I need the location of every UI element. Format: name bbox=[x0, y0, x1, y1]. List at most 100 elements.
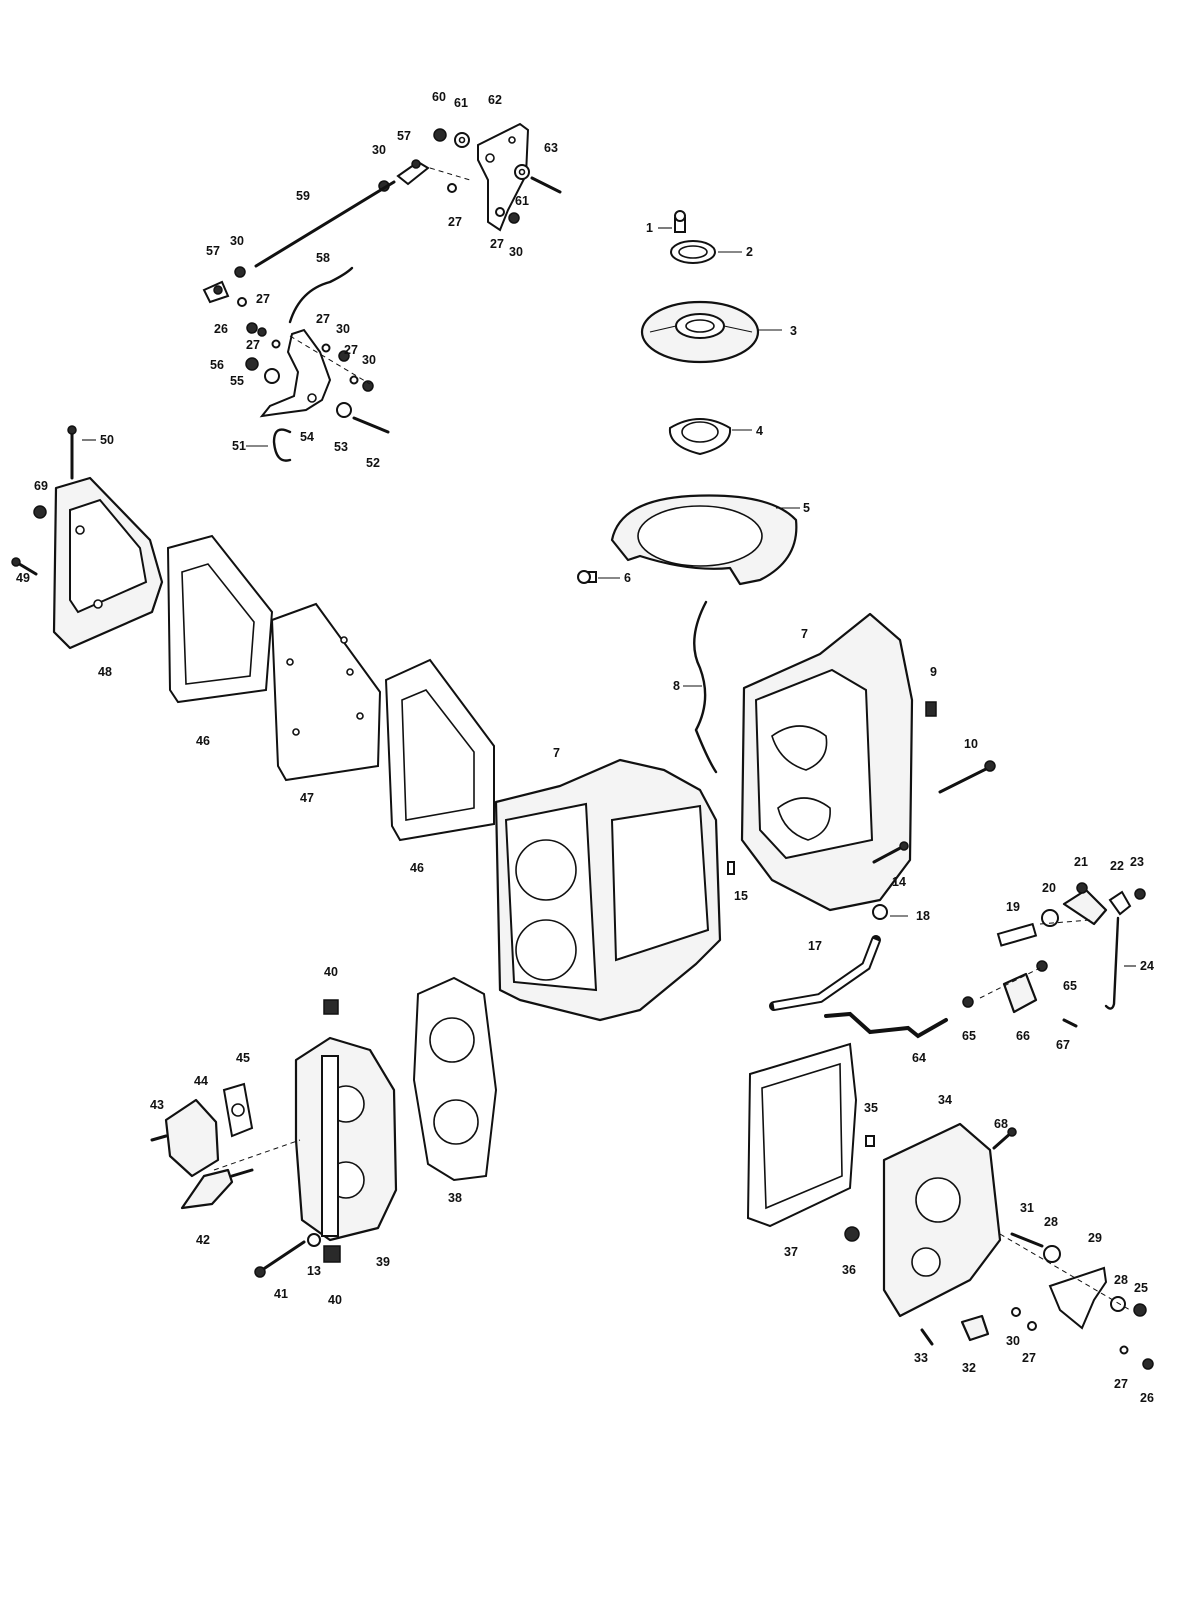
screw-67 bbox=[1062, 1018, 1078, 1028]
callout-40: 40 bbox=[324, 965, 338, 979]
nut-40-top bbox=[323, 999, 339, 1015]
washer-61-right bbox=[514, 164, 530, 180]
washer-20 bbox=[1041, 909, 1059, 927]
axis-line-lower-right bbox=[999, 1233, 1131, 1311]
plate-47 bbox=[270, 602, 382, 782]
callout-6: 6 bbox=[624, 571, 631, 585]
stator-plate-5 bbox=[610, 494, 798, 586]
callout-labels: 60 61 62 57 30 63 61 59 27 27 30 1 2 57 … bbox=[16, 90, 1154, 1405]
nut-40-bottom bbox=[323, 1245, 341, 1263]
callout-27: 27 bbox=[316, 312, 330, 326]
callout-9: 9 bbox=[930, 665, 937, 679]
washer-28-upper bbox=[1043, 1245, 1061, 1263]
callout-3: 3 bbox=[790, 324, 797, 338]
washer-13 bbox=[307, 1233, 321, 1247]
callout-1: 1 bbox=[646, 221, 653, 235]
crankcase-7-rear bbox=[740, 612, 914, 912]
callout-33: 33 bbox=[914, 1351, 928, 1365]
gasket-46-left bbox=[166, 534, 274, 704]
bracket-29 bbox=[1048, 1266, 1108, 1330]
callout-65: 65 bbox=[1063, 979, 1077, 993]
callout-64: 64 bbox=[912, 1051, 926, 1065]
callout-37: 37 bbox=[784, 1245, 798, 1259]
cover-44 bbox=[164, 1098, 220, 1178]
throttle-cam-54 bbox=[259, 328, 332, 418]
callout-47: 47 bbox=[300, 791, 314, 805]
callout-69: 69 bbox=[34, 479, 48, 493]
nut-65-lower bbox=[962, 996, 974, 1008]
screw-26-left bbox=[246, 322, 267, 337]
callout-30: 30 bbox=[1006, 1334, 1020, 1348]
washer-27-lower-right bbox=[1027, 1321, 1037, 1331]
washer-55 bbox=[264, 368, 280, 384]
fitting-18 bbox=[872, 904, 888, 920]
callout-53: 53 bbox=[334, 440, 348, 454]
bearing-housing-3 bbox=[640, 300, 760, 364]
callout-54: 54 bbox=[300, 430, 314, 444]
callout-36: 36 bbox=[842, 1263, 856, 1277]
washer-53 bbox=[336, 402, 352, 418]
gasket-46-right bbox=[384, 658, 495, 842]
gasket-37 bbox=[746, 1042, 858, 1228]
throttle-bracket-62 bbox=[477, 122, 530, 232]
washer-27-mid bbox=[271, 339, 281, 349]
callout-48: 48 bbox=[98, 665, 112, 679]
spark-plug-42 bbox=[180, 1168, 254, 1210]
callout-17: 17 bbox=[808, 939, 822, 953]
callout-67: 67 bbox=[1056, 1038, 1070, 1052]
spring-58 bbox=[288, 266, 354, 324]
nut-30-cam bbox=[338, 350, 350, 362]
callout-63: 63 bbox=[544, 141, 558, 155]
callout-7: 7 bbox=[801, 627, 808, 641]
washer-27-left bbox=[237, 297, 247, 307]
stud-52 bbox=[352, 416, 390, 434]
bolt-14 bbox=[872, 841, 909, 864]
bypass-cover-34 bbox=[882, 1122, 1002, 1318]
fitting-32 bbox=[960, 1314, 990, 1342]
callout-30: 30 bbox=[372, 143, 386, 157]
link-57-left bbox=[202, 280, 230, 304]
callout-8: 8 bbox=[673, 679, 680, 693]
screw-49 bbox=[11, 557, 38, 576]
callout-60: 60 bbox=[432, 90, 446, 104]
stud-63 bbox=[530, 176, 562, 194]
callout-15: 15 bbox=[734, 889, 748, 903]
callout-55: 55 bbox=[230, 374, 244, 388]
bolt-19 bbox=[996, 922, 1038, 947]
washer-27-bottom bbox=[1119, 1345, 1129, 1355]
callout-30: 30 bbox=[336, 322, 350, 336]
screw-43 bbox=[150, 1134, 168, 1142]
washer-28-lower bbox=[1110, 1296, 1126, 1312]
callout-31: 31 bbox=[1020, 1201, 1034, 1215]
nut-25 bbox=[1133, 1303, 1147, 1317]
callout-21: 21 bbox=[1074, 855, 1088, 869]
callout-27: 27 bbox=[246, 338, 260, 352]
washer-61-top bbox=[454, 132, 470, 148]
callout-leaders bbox=[82, 227, 1136, 967]
gasket-45 bbox=[222, 1082, 254, 1138]
callout-5: 5 bbox=[803, 501, 810, 515]
nut-56 bbox=[245, 357, 259, 371]
callout-57: 57 bbox=[397, 129, 411, 143]
axis-line-cam bbox=[289, 335, 371, 385]
throttle-rod-59 bbox=[254, 180, 396, 268]
link-64 bbox=[824, 1011, 948, 1039]
callout-4: 4 bbox=[756, 424, 763, 438]
callout-28: 28 bbox=[1114, 1273, 1128, 1287]
bolt-68 bbox=[992, 1127, 1017, 1150]
seal-2 bbox=[670, 240, 716, 264]
callout-40: 40 bbox=[328, 1293, 342, 1307]
callout-35: 35 bbox=[864, 1101, 878, 1115]
callout-27: 27 bbox=[1114, 1377, 1128, 1391]
callout-38: 38 bbox=[448, 1191, 462, 1205]
callout-39: 39 bbox=[376, 1255, 390, 1269]
callout-10: 10 bbox=[964, 737, 978, 751]
axis-line-plug bbox=[213, 1139, 301, 1171]
callout-26: 26 bbox=[1140, 1391, 1154, 1405]
clip-51 bbox=[272, 428, 292, 462]
callout-46: 46 bbox=[196, 734, 210, 748]
callout-27: 27 bbox=[344, 343, 358, 357]
nut-69 bbox=[33, 505, 47, 519]
